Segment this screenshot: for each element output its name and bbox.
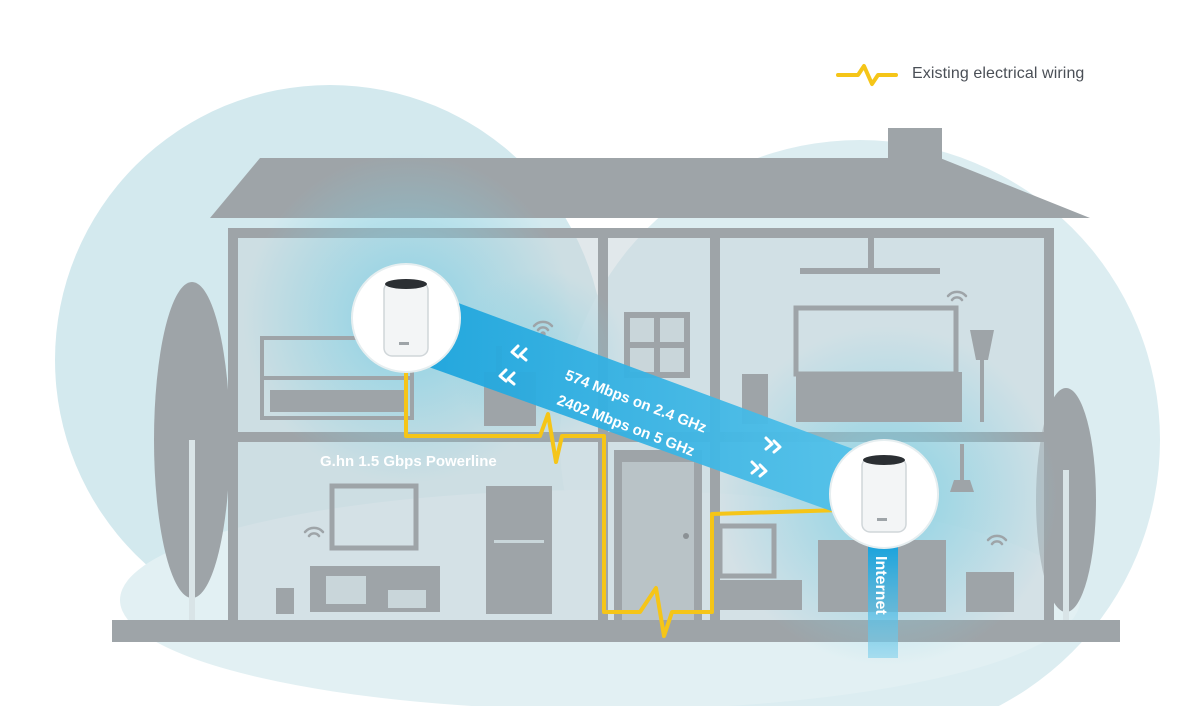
bedroom-right <box>742 238 994 424</box>
window <box>624 312 690 378</box>
electrical-wiring <box>404 360 843 638</box>
chevron-arrows <box>498 344 782 478</box>
kitchen <box>276 483 552 614</box>
internet-label: Internet <box>872 556 889 615</box>
tree-left-icon <box>154 282 230 620</box>
wifi-icon <box>303 526 325 538</box>
wiring-zigzag-icon <box>836 64 898 86</box>
wifi-icon <box>946 290 968 302</box>
legend-label: Existing electrical wiring <box>912 65 1085 82</box>
mesh-router-icon <box>351 263 461 373</box>
legend: Existing electrical wiring <box>836 58 1084 90</box>
powerline-label: G.hn 1.5 Gbps Powerline <box>320 453 497 470</box>
internet-cable <box>868 546 898 658</box>
mesh-router-icon <box>829 439 939 549</box>
wifi-icon <box>986 534 1008 546</box>
